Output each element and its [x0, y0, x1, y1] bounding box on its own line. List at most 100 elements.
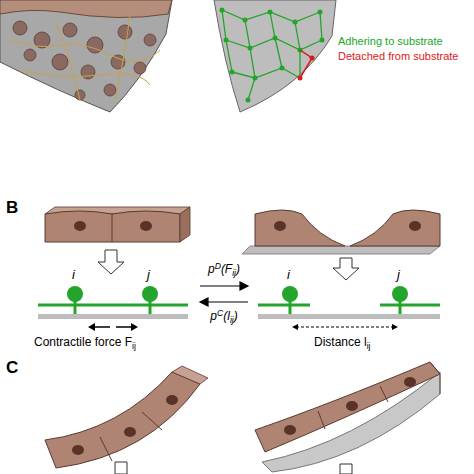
illustration-shape: [230, 70, 235, 75]
illustration-shape: [333, 258, 359, 280]
illustration-shape: [255, 210, 345, 246]
illustration-shape: [320, 38, 325, 43]
illustration-shape: [246, 98, 251, 103]
attached-cells: [45, 207, 190, 242]
illustration-shape: [242, 246, 440, 254]
superscript-text: D: [215, 261, 221, 271]
hollow-arrow: [98, 250, 359, 280]
node-label: j: [147, 268, 150, 283]
legend-note: Adhering to substrate: [338, 35, 443, 48]
label-text: Distance l: [314, 335, 367, 349]
illustration-shape: [67, 286, 83, 302]
illustration-shape: [45, 372, 200, 468]
illustration-shape: [200, 285, 242, 286]
illustration-shape: [0, 0, 172, 18]
label-text: Contractile force F: [34, 335, 132, 349]
illustration-shape: [222, 10, 232, 72]
illustration-shape: [232, 68, 300, 78]
illustration-shape: [100, 437, 112, 461]
illustration-shape: [430, 362, 440, 394]
panel-letter: C: [6, 358, 18, 378]
illustration-shape: [224, 38, 229, 43]
illustration-shape: [310, 56, 315, 61]
illustration-shape: [268, 10, 273, 15]
illustration-shape: [293, 20, 298, 25]
legend-note: Detached from substrate: [338, 50, 458, 63]
node-label: j: [397, 268, 400, 283]
illustration-shape: [144, 34, 156, 46]
illustration-shape: [112, 214, 113, 242]
illustration-shape: [72, 445, 84, 455]
label-text: j: [397, 267, 400, 282]
illustration-shape: [200, 298, 208, 306]
rate-label: pD(Fij): [208, 262, 240, 279]
detached-model: [258, 286, 440, 330]
illustration-shape: [20, 70, 150, 85]
illustration-shape: [320, 12, 322, 40]
label-text: i: [72, 267, 75, 282]
illustration-shape: [88, 323, 95, 331]
illustration-shape: [258, 304, 310, 307]
illustration-shape: [350, 210, 440, 246]
illustration-shape: [392, 286, 408, 302]
illustration-shape: [115, 462, 127, 474]
label-text: Adhering to substrate: [338, 35, 443, 47]
illustration-shape: [0, 0, 172, 112]
superscript-text: C: [217, 308, 223, 318]
illustration-shape: [13, 21, 27, 35]
hollow-arrow: [115, 462, 352, 474]
label-text: i: [287, 267, 290, 282]
node-label: i: [287, 268, 290, 283]
label-text: (F: [221, 262, 232, 276]
label-text: C: [6, 358, 18, 377]
illustration-shape: [273, 36, 278, 41]
distance-label: Distance lij: [314, 336, 371, 352]
illustration-shape: [180, 207, 190, 242]
label-text: j: [147, 267, 150, 282]
illustration-shape: [24, 49, 36, 61]
illustration-shape: [255, 362, 440, 452]
transition-arrows: [200, 282, 248, 306]
illustration-shape: [245, 20, 255, 100]
illustration-shape: [248, 46, 253, 51]
illustration-shape: [206, 301, 248, 302]
illustration-shape: [298, 76, 303, 81]
illustration-shape: [131, 323, 138, 331]
illustration-shape: [346, 401, 358, 411]
label-text: p: [208, 262, 215, 276]
illustration-shape: [45, 211, 180, 242]
detached-cells: [242, 210, 440, 254]
illustration-shape: [243, 18, 248, 23]
label-text: (l: [223, 309, 230, 323]
peeling-sheet: [255, 362, 440, 472]
illustration-shape: [380, 304, 440, 307]
illustration-shape: [282, 286, 298, 302]
illustration-shape: [274, 221, 286, 231]
illustration-shape: [404, 377, 416, 387]
illustration-shape: [38, 314, 188, 319]
illustration-shape: [38, 304, 188, 307]
illustration-shape: [172, 366, 208, 384]
illustration-shape: [296, 327, 394, 328]
illustration-shape: [140, 221, 152, 231]
node-label: i: [72, 268, 75, 283]
tissue-sheet: [0, 0, 172, 112]
illustration-shape: [52, 54, 68, 70]
illustration-shape: [280, 66, 285, 71]
illustration-shape: [318, 411, 325, 429]
illustration-shape: [253, 76, 258, 81]
subscript-text: ij: [232, 268, 236, 278]
illustration-shape: [115, 15, 130, 100]
illustration-shape: [104, 84, 116, 96]
illustration-shape: [284, 425, 296, 435]
subscript-text: ij: [132, 341, 136, 351]
attached-model: [38, 286, 188, 331]
illustration-shape: [124, 427, 136, 437]
illustration-shape: [380, 386, 388, 402]
illustration-shape: [142, 286, 158, 302]
label-text: B: [6, 198, 18, 217]
illustration-shape: [98, 250, 124, 274]
subscript-text: ij: [367, 341, 371, 351]
